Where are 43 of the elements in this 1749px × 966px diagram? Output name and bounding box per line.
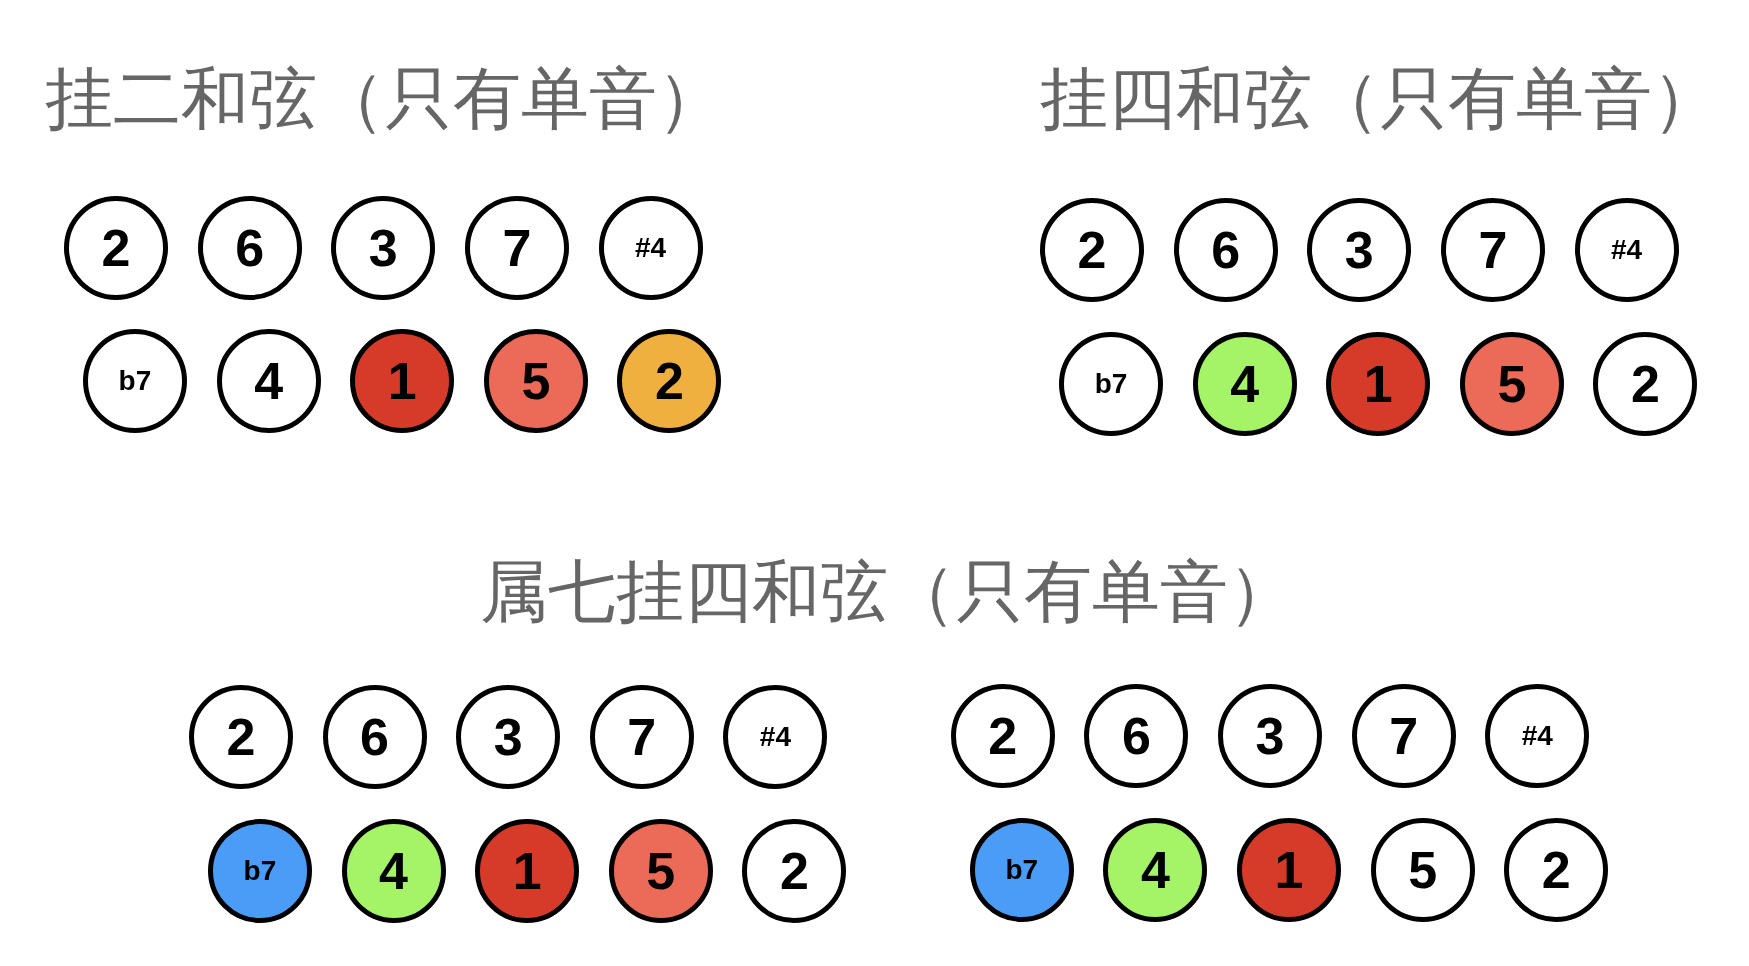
note-circle: 3 <box>331 195 436 300</box>
chord-heading: 挂二和弦（只有单音） <box>44 64 725 133</box>
note-circle: 2 <box>1040 197 1144 302</box>
note-circle: 1 <box>1237 818 1341 923</box>
note-circle: 2 <box>1593 331 1698 436</box>
note-circle: 2 <box>617 329 722 434</box>
note-circle: 7 <box>589 685 694 790</box>
note-circle: 3 <box>456 685 561 790</box>
note-circle: 4 <box>1103 818 1208 923</box>
note-circle: 5 <box>1459 331 1564 436</box>
note-circle: 5 <box>608 819 713 924</box>
note-circle: 1 <box>1326 331 1431 436</box>
chord-heading: 属七挂四和弦（只有单音） <box>479 557 1296 626</box>
note-circle: 3 <box>1307 197 1412 302</box>
note-circle: 1 <box>475 819 580 924</box>
note-circle: 4 <box>341 819 446 924</box>
note-circle: 5 <box>483 329 588 434</box>
note-circle: 4 <box>1192 331 1297 436</box>
note-circle: 2 <box>64 195 168 300</box>
note-circle: 4 <box>216 329 321 434</box>
note-circle: 2 <box>188 685 293 790</box>
note-circle: b7 <box>82 329 187 434</box>
note-circle: b7 <box>969 818 1074 923</box>
note-circle: 5 <box>1370 818 1475 923</box>
note-circle: 6 <box>322 685 427 790</box>
chord-heading: 挂四和弦（只有单音） <box>1039 64 1720 133</box>
note-circle: 2 <box>742 819 847 924</box>
note-circle: 7 <box>464 195 569 300</box>
note-circle: 2 <box>1504 818 1609 923</box>
note-circle: 7 <box>1440 197 1545 302</box>
note-circle: 6 <box>1084 684 1189 789</box>
note-circle: 1 <box>350 329 455 434</box>
note-circle: b7 <box>207 819 312 924</box>
note-circle: #4 <box>1485 684 1590 789</box>
note-circle: b7 <box>1058 331 1163 436</box>
note-circle: 6 <box>1173 197 1278 302</box>
note-circle: 7 <box>1351 684 1456 789</box>
note-circle: #4 <box>598 195 703 300</box>
note-circle: 3 <box>1218 684 1323 789</box>
note-circle: 2 <box>950 684 1055 789</box>
note-circle: #4 <box>723 685 828 790</box>
note-circle: 6 <box>197 195 302 300</box>
note-circle: #4 <box>1574 197 1679 302</box>
